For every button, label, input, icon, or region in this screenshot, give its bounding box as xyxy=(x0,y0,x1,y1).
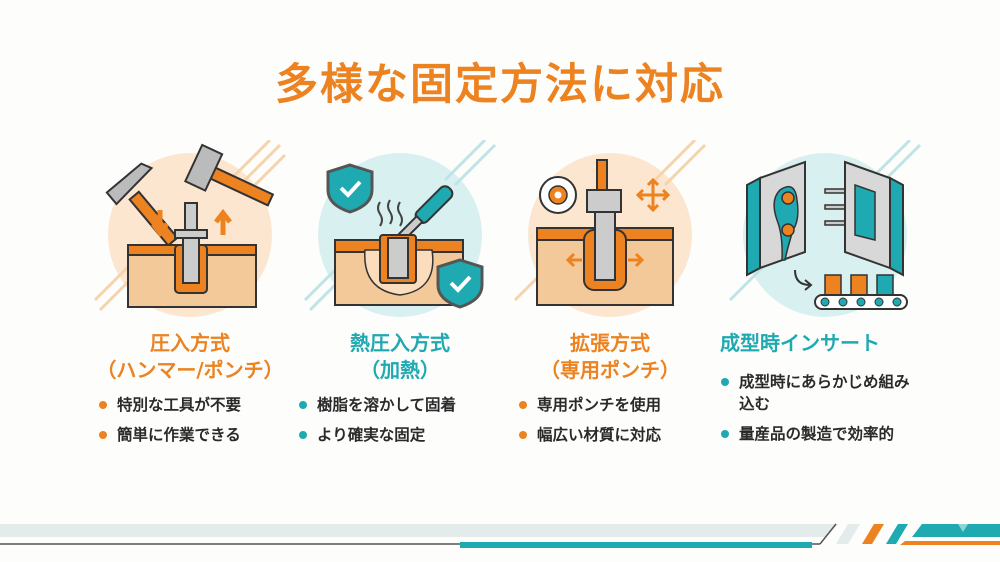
method-card-mold-insert: 成型時インサート 成型時にあらかじめ組み込む 量産品の製造で効率的 xyxy=(705,140,945,453)
list-item: 量産品の製造で効率的 xyxy=(717,423,917,445)
list-item: 特別な工具が不要 xyxy=(95,394,305,416)
list-item: 幅広い材質に対応 xyxy=(515,424,725,446)
bullet-list: 特別な工具が不要 簡単に作業できる xyxy=(95,394,305,446)
bullet-list: 樹脂を溶かして固着 より確実な固定 xyxy=(295,394,515,446)
bullet-dot-icon xyxy=(299,431,307,439)
method-card-expansion: 拡張方式 （専用ポンチ） 専用ポンチを使用 幅広い材質に対応 xyxy=(495,140,725,454)
bullet-dot-icon xyxy=(299,401,307,409)
footer-decoration xyxy=(0,500,1000,558)
mold-insert-icon xyxy=(725,140,925,320)
soldering-heat-insert-icon xyxy=(300,140,500,320)
method-card-heat-insert: 熱圧入方式 （加熱） 樹脂を溶かして固着 より確実な固定 xyxy=(285,140,515,454)
bullet-dot-icon xyxy=(99,431,107,439)
expansion-punch-icon xyxy=(510,140,710,320)
bullet-list: 専用ポンチを使用 幅広い材質に対応 xyxy=(515,394,725,446)
bullet-list: 成型時にあらかじめ組み込む 量産品の製造で効率的 xyxy=(717,371,917,445)
list-item: 簡単に作業できる xyxy=(95,424,305,446)
method-heading: 圧入方式 （ハンマー/ポンチ） xyxy=(96,331,284,382)
bullet-dot-icon xyxy=(99,401,107,409)
list-item: 成型時にあらかじめ組み込む xyxy=(717,371,917,415)
list-item: より確実な固定 xyxy=(295,424,515,446)
page-title: 多様な固定方法に対応 xyxy=(275,60,725,110)
method-heading: 熱圧入方式 （加熱） xyxy=(350,331,450,382)
method-card-press-fit: 圧入方式 （ハンマー/ポンチ） 特別な工具が不要 簡単に作業できる xyxy=(75,140,305,454)
bullet-dot-icon xyxy=(721,430,729,438)
list-item: 樹脂を溶かして固着 xyxy=(295,394,515,416)
bullet-dot-icon xyxy=(721,378,729,386)
method-heading: 成型時インサート xyxy=(720,331,880,355)
bullet-dot-icon xyxy=(519,401,527,409)
method-heading: 拡張方式 （専用ポンチ） xyxy=(540,331,680,382)
hammer-press-fit-icon xyxy=(90,140,290,320)
bullet-dot-icon xyxy=(519,431,527,439)
list-item: 専用ポンチを使用 xyxy=(515,394,725,416)
